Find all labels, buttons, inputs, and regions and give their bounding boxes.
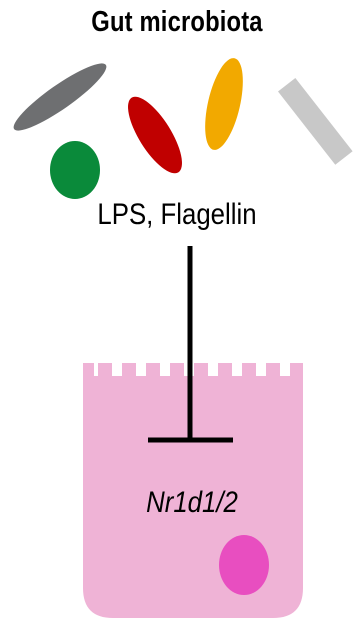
bacterium-light-gray: [278, 78, 353, 165]
bacterium-green: [50, 141, 100, 199]
bacterium-dark-gray: [7, 55, 113, 139]
gene-label: Nr1d1/2: [27, 486, 354, 520]
bacterium-red: [118, 89, 192, 181]
diagram-title: Gut microbiota: [32, 6, 322, 39]
microvilli-base: [83, 376, 303, 398]
ligands-label: LPS, Flagellin: [25, 198, 329, 232]
bacterium-yellow: [198, 55, 250, 154]
nucleus: [219, 535, 269, 595]
